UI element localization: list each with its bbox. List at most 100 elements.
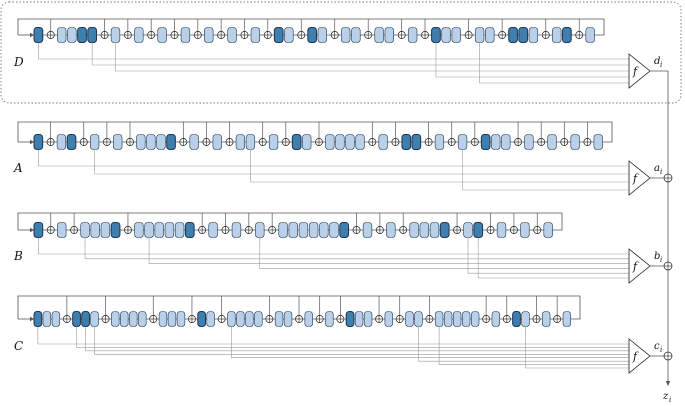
tap-wire: [38, 42, 629, 60]
state-cell: [491, 311, 501, 327]
tap-wire: [231, 326, 629, 359]
state-cell: [174, 222, 185, 238]
state-cell: [113, 134, 123, 150]
tap-wire: [418, 326, 629, 362]
state-cell: [136, 134, 146, 150]
state-cell: [288, 222, 298, 238]
state-cell: [547, 134, 557, 150]
tap-cell: [33, 311, 43, 327]
state-cell: [51, 311, 61, 327]
register-label-c: C: [14, 339, 23, 353]
state-cell: [231, 222, 242, 238]
state-cell: [552, 27, 562, 43]
state-cell: [429, 222, 440, 238]
state-cell: [409, 222, 419, 238]
state-cell: [317, 27, 328, 43]
state-cell: [304, 311, 313, 327]
state-cell: [90, 222, 100, 238]
state-cell: [419, 222, 429, 238]
state-cell: [501, 134, 511, 150]
state-cell: [110, 27, 121, 43]
state-cell: [268, 134, 279, 150]
tap-cell: [184, 222, 195, 238]
state-cell: [67, 27, 77, 43]
output-label-c: c: [654, 341, 660, 352]
state-cell: [335, 134, 345, 150]
output-subscript: i: [660, 168, 662, 176]
state-cell: [542, 311, 551, 327]
state-cell: [56, 134, 67, 150]
state-cell: [80, 222, 90, 238]
tap-wire: [115, 42, 629, 72]
tap-wire: [462, 149, 629, 191]
state-cell: [345, 134, 355, 150]
function-f-box: [628, 338, 651, 374]
sum-output-label: z: [662, 391, 669, 402]
state-cell: [298, 222, 309, 238]
state-cell: [189, 134, 199, 150]
tap-cell: [291, 134, 302, 150]
state-cell: [405, 311, 414, 327]
function-f-label: f: [632, 172, 639, 185]
state-cell: [204, 27, 214, 43]
state-cell: [524, 134, 534, 150]
tap-cell: [166, 134, 176, 150]
state-cell: [325, 134, 335, 150]
tap-cell: [562, 27, 572, 43]
tap-cell: [72, 311, 81, 327]
state-cell: [235, 134, 245, 150]
state-cell: [156, 134, 166, 150]
tap-wire: [467, 237, 629, 274]
state-cell: [42, 311, 52, 327]
function-f-box: [628, 53, 651, 89]
state-cell: [167, 311, 177, 327]
function-f-label: f: [632, 260, 639, 273]
input-arrowhead: [30, 139, 34, 145]
state-cell: [158, 311, 168, 327]
feedback-frame-d: [17, 18, 605, 36]
state-cell: [485, 27, 495, 43]
tap-cell: [411, 134, 422, 150]
tap-wire: [94, 149, 629, 175]
state-cell: [57, 27, 67, 43]
state-cell: [374, 27, 384, 43]
state-cell: [434, 134, 445, 150]
state-cell: [212, 134, 222, 150]
state-cell: [250, 27, 261, 43]
state-cell: [157, 27, 167, 43]
tap-cell: [33, 134, 44, 150]
state-cell: [474, 27, 485, 43]
state-cell: [302, 134, 312, 150]
tap-cell: [518, 27, 529, 43]
tap-cell: [345, 311, 355, 327]
state-cell: [255, 222, 265, 238]
input-arrowhead: [30, 316, 34, 322]
state-cell: [57, 222, 67, 238]
state-cell: [443, 311, 453, 327]
tap-cell: [439, 222, 450, 238]
tap-wire: [84, 237, 629, 260]
output-subscript: i: [660, 256, 662, 264]
tap-wire: [85, 326, 629, 352]
state-cell: [134, 222, 144, 238]
state-cell: [283, 311, 293, 327]
state-cell: [319, 222, 329, 238]
state-cell: [100, 222, 111, 238]
state-cell: [491, 134, 501, 150]
tap-wire: [76, 326, 629, 348]
tap-cell: [431, 27, 441, 43]
tap-cell: [473, 222, 484, 238]
sum-bus-arrowhead: [665, 381, 671, 386]
state-cell: [274, 311, 284, 327]
function-f-label: f: [632, 350, 639, 363]
state-cell: [463, 222, 473, 238]
state-cell: [154, 222, 164, 238]
state-cell: [245, 134, 256, 150]
tap-cell: [307, 27, 318, 43]
state-cell: [138, 311, 147, 327]
state-cell: [441, 27, 451, 43]
tap-cell: [66, 134, 77, 150]
